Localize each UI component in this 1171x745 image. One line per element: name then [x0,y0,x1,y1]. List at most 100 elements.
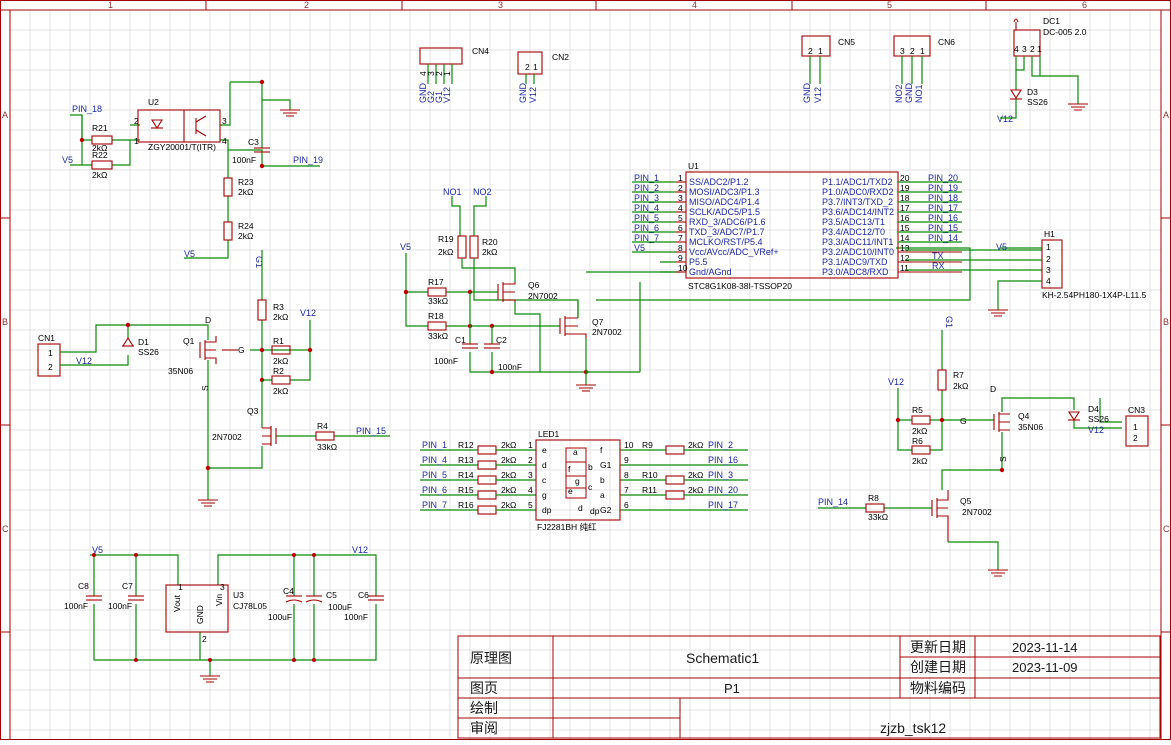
net-v12-supply: V12 [352,545,368,555]
u1-net-label: PIN_3 [634,193,659,203]
r2-value: 2kΩ [273,386,288,396]
u3-gnd-label: GND [195,605,205,624]
u2-ref: U2 [148,97,159,107]
r20-value: 2kΩ [482,247,497,257]
u1-pin-name: P3.6/ADC14/INT2 [822,207,894,217]
led-pin-number: 6 [624,500,629,510]
power-supply-section: V5 V12 C8 100nF C7 100nF Vout Vin GND 1 … [64,545,384,683]
ruler-col-6: 6 [1082,0,1087,10]
r18-value: 33kΩ [428,331,448,341]
r3-ref: R3 [273,302,284,312]
led-net-label: PIN_7 [422,500,447,510]
d4-ref: D4 [1088,404,1099,414]
q5-part: 2N7002 [962,507,992,517]
title-drawn-label: 绘制 [470,700,498,716]
u1-pin-name: SCLK/ADC5/P1.5 [689,207,760,217]
title-updated-date: 2023-11-14 [1012,640,1078,655]
led-seg-label: b [600,475,605,485]
u1-pin-number: 17 [900,203,910,213]
q1-ref: Q1 [183,336,195,346]
u1-pin-number: 5 [678,213,683,223]
led1-seg-f: f [568,464,571,474]
u1-net-label: PIN_16 [928,213,958,223]
d1-ref: D1 [138,337,149,347]
led-resistor-ref: R14 [458,470,474,480]
led1-seg-g: g [575,476,580,486]
r24-value: 2kΩ [238,231,253,241]
r22-resistor [91,160,113,170]
led-resistor-value: 2kΩ [501,500,516,510]
u1-pin-name: P3.1/ADC9/TXD [822,257,888,267]
u1-net-label: PIN_17 [928,203,958,213]
cn5-ref: CN5 [838,37,855,47]
q6-part: 2N7002 [528,291,558,301]
led-net-label: PIN_20 [708,485,738,495]
cn6-net-no2: NO2 [894,84,904,103]
net-v5-h1: V5 [996,242,1007,252]
r21-value: 2kΩ [92,143,107,153]
background-grid [9,9,1161,740]
cn3-connector [1125,415,1149,447]
r4-ref: R4 [317,421,328,431]
h1-part: KH-2.54PH180-1X4P-L11.5 [1042,290,1147,300]
r22-ref: R22 [92,150,108,160]
led-pin-number: 3 [528,470,533,480]
net-no2-top: NO2 [473,187,492,197]
q6-ref: Q6 [528,280,540,290]
q7-mosfet [559,316,587,338]
r5-resistor [911,415,931,425]
u1-net-label: PIN_6 [634,223,659,233]
cn6-ref: CN6 [938,37,955,47]
d1-part: SS26 [138,347,159,357]
net-v5-left: V5 [62,155,73,165]
led1-body [535,439,621,521]
led-net-label: PIN_17 [708,500,738,510]
net-pin15: PIN_15 [356,426,386,436]
c5-ref: C5 [326,590,337,600]
svg-text:4: 4 [222,136,227,146]
cn5-pin-2: 2 [808,46,813,56]
optocoupler-section: U2 ZGY20001/T(ITR) 2 1 3 4 R21 2kΩ R22 2… [62,79,323,268]
led-resistor-value: 2kΩ [688,440,703,450]
r20-ref: R20 [482,237,498,247]
dc1-ref: DC1 [1043,16,1060,26]
cn2-pin-1: 1 [533,62,538,72]
led-net-label: PIN_2 [708,440,733,450]
u1-pin-name: P1.0/ADC0/RXD2 [822,187,894,197]
u1-pin-number: 6 [678,223,683,233]
led-resistor-ref: R13 [458,455,474,465]
led-pin-number: 4 [528,485,533,495]
u1-pin-number: 4 [678,203,683,213]
cn4-net-g2: G2 [426,91,436,103]
r18-ref: R18 [428,311,444,321]
r4-value: 33kΩ [317,442,337,452]
r23-ref: R23 [238,177,254,187]
r7-ref: R7 [953,370,964,380]
net-v5-supply: V5 [92,545,103,555]
led-seg-label: d [542,460,547,470]
led-series-resistor [477,490,497,500]
led1-digit-1 [565,447,587,499]
r8-value: 33kΩ [868,512,888,522]
q4-drain-label: D [990,384,996,394]
q4-ref: Q4 [1018,411,1030,421]
c8-value: 100nF [64,601,88,611]
header-h1: H1 KH-2.54PH180-1X4P-L11.5 1 2 3 4 [988,229,1147,317]
led-net-label: PIN_6 [422,485,447,495]
net-tx: TX [932,251,944,261]
title-page-label: 图页 [470,680,498,696]
led-series-resistor [665,490,685,500]
led-resistor-value: 2kΩ [501,455,516,465]
q5-mosfet [931,490,949,542]
c8-ref: C8 [78,581,89,591]
r18-resistor [427,321,447,331]
q1-drain-label: D [205,315,211,325]
u1-pin-name: Gnd/AGnd [689,267,732,277]
u3-vout-label: Vout [172,594,182,612]
connector-cn5: CN5 2 1 GND V12 [801,35,855,103]
cn4-net-g1: G1 [434,91,444,103]
u1-net-label: PIN_7 [634,233,659,243]
cn3-ref: CN3 [1128,405,1145,415]
u1-pin-number: 3 [678,193,683,203]
u1-pin-name: P5.5 [689,257,708,267]
